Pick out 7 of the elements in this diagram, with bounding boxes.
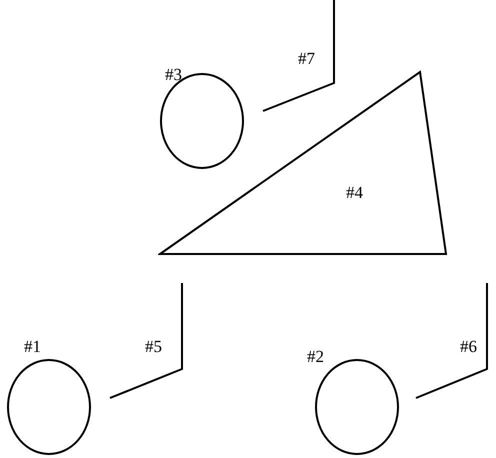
shape-label: #2 bbox=[307, 348, 324, 366]
shape-label: #3 bbox=[165, 66, 182, 84]
shape-label: #4 bbox=[346, 184, 363, 202]
part-label: #7 bbox=[298, 50, 315, 68]
shape-label: #1 bbox=[24, 338, 41, 356]
part-label: #5 bbox=[145, 338, 162, 356]
part-label: #6 bbox=[460, 338, 477, 356]
